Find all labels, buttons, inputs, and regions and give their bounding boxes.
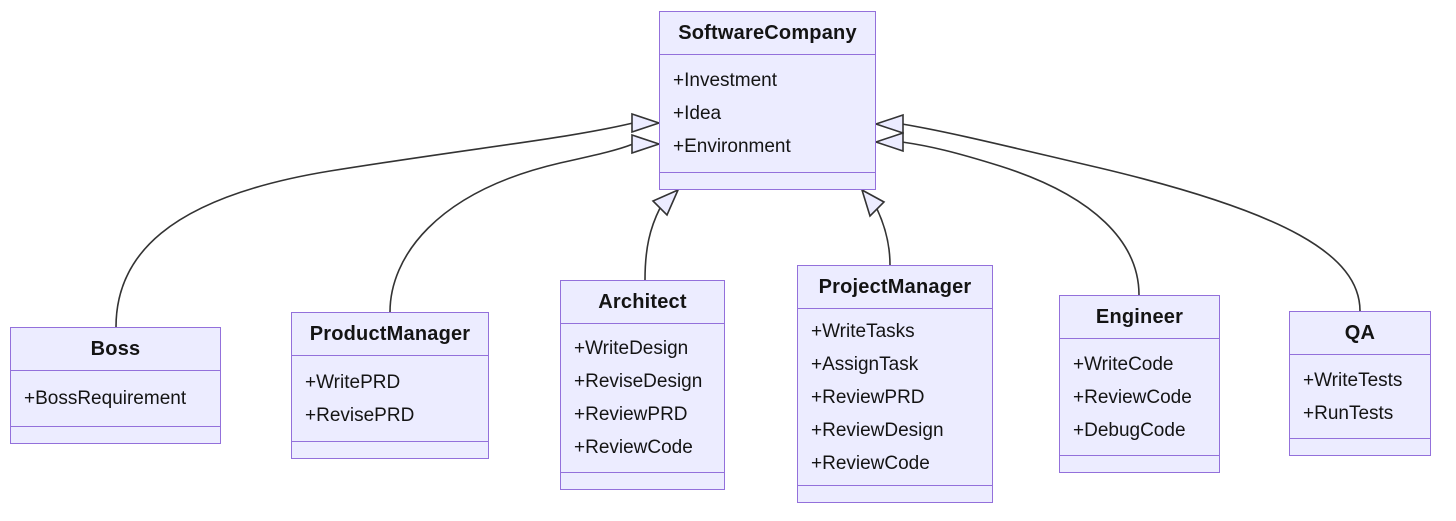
class-methods-projectmanager [798,485,992,502]
class-attribute: +RunTests [1303,402,1394,424]
inheritance-arrowhead-qa [873,113,904,135]
class-attributes-boss: +BossRequirement [11,371,220,426]
class-title-boss: Boss [11,328,220,371]
class-attribute: +ReviewCode [811,452,930,474]
class-box-boss: Boss +BossRequirement [10,327,221,444]
edge-projectmanager-to-softwarecompany [876,208,891,266]
class-title-qa: QA [1290,312,1430,355]
class-attribute: +Investment [673,70,778,91]
class-attribute: +ReviewPRD [811,386,925,408]
class-attribute: +ReviseDesign [574,371,703,392]
inheritance-arrowhead-architect [651,188,680,217]
class-attribute: +ReviewDesign [811,419,944,441]
class-box-engineer: Engineer +WriteCode +ReviewCode +DebugCo… [1059,295,1220,473]
inheritance-arrowhead-engineer [873,131,904,153]
class-attributes-projectmanager: +WriteTasks +AssignTask +ReviewPRD +Revi… [798,309,992,485]
class-attributes-architect: +WriteDesign +ReviseDesign +ReviewPRD +R… [561,324,724,472]
class-title-productmanager: ProductManager [292,313,488,356]
class-attribute: +Environment [673,136,791,157]
class-box-softwarecompany: SoftwareCompany +Investment +Idea +Envir… [659,11,876,190]
class-attributes-productmanager: +WritePRD +RevisePRD [292,356,488,441]
class-attribute: +ReviewCode [1073,386,1192,408]
class-attributes-engineer: +WriteCode +ReviewCode +DebugCode [1060,339,1219,455]
class-attribute: +WritePRD [305,371,401,393]
class-attribute: +BossRequirement [24,388,187,409]
inheritance-arrowhead-boss [631,112,662,134]
class-box-architect: Architect +WriteDesign +ReviseDesign +Re… [560,280,725,490]
inheritance-arrowhead-productmanager [631,133,662,155]
edge-architect-to-softwarecompany [644,207,661,281]
class-attribute: +Idea [673,103,722,124]
inheritance-arrowhead-projectmanager [860,188,886,218]
class-attribute: +AssignTask [811,353,919,375]
class-methods-architect [561,472,724,489]
edge-engineer-to-softwarecompany [901,141,1140,296]
class-title-engineer: Engineer [1060,296,1219,339]
class-attribute: +WriteTasks [811,320,915,342]
class-methods-softwarecompany [660,172,875,189]
class-attribute: +WriteTests [1303,369,1403,391]
class-methods-boss [11,426,220,443]
class-attribute: +DebugCode [1073,419,1186,441]
class-title-projectmanager: ProjectManager [798,266,992,309]
class-box-projectmanager: ProjectManager +WriteTasks +AssignTask +… [797,265,993,503]
class-methods-engineer [1060,455,1219,472]
class-attribute: +WriteDesign [574,338,689,359]
edge-productmanager-to-softwarecompany [389,143,634,313]
class-attributes-qa: +WriteTests +RunTests [1290,355,1430,438]
class-title-softwarecompany: SoftwareCompany [660,12,875,55]
class-methods-qa [1290,438,1430,455]
edge-qa-to-softwarecompany [901,123,1361,312]
class-attributes-softwarecompany: +Investment +Idea +Environment [660,55,875,172]
class-attribute: +WriteCode [1073,353,1174,375]
class-attribute: +RevisePRD [305,404,415,426]
class-attribute: +ReviewPRD [574,404,688,425]
class-methods-productmanager [292,441,488,458]
class-attribute: +ReviewCode [574,437,693,458]
class-title-architect: Architect [561,281,724,324]
edge-boss-to-softwarecompany [115,122,634,328]
class-box-qa: QA +WriteTests +RunTests [1289,311,1431,456]
class-box-productmanager: ProductManager +WritePRD +RevisePRD [291,312,489,459]
